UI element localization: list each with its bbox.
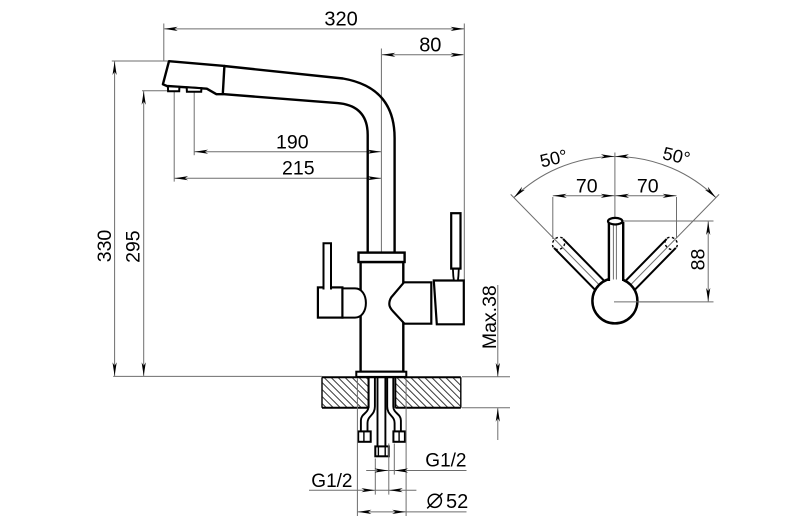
svg-text:G1/2: G1/2	[425, 450, 466, 471]
svg-text:190: 190	[276, 132, 309, 154]
svg-text:52: 52	[446, 491, 468, 513]
svg-text:320: 320	[324, 8, 357, 30]
svg-text:295: 295	[122, 230, 144, 263]
svg-text:70: 70	[637, 175, 659, 197]
svg-text:70: 70	[576, 175, 598, 197]
svg-text:330: 330	[94, 230, 116, 263]
svg-text:215: 215	[282, 158, 315, 180]
svg-text:Max.38: Max.38	[479, 285, 501, 349]
svg-text:80: 80	[419, 35, 441, 57]
svg-text:88: 88	[688, 249, 710, 271]
svg-text:G1/2: G1/2	[311, 471, 352, 492]
